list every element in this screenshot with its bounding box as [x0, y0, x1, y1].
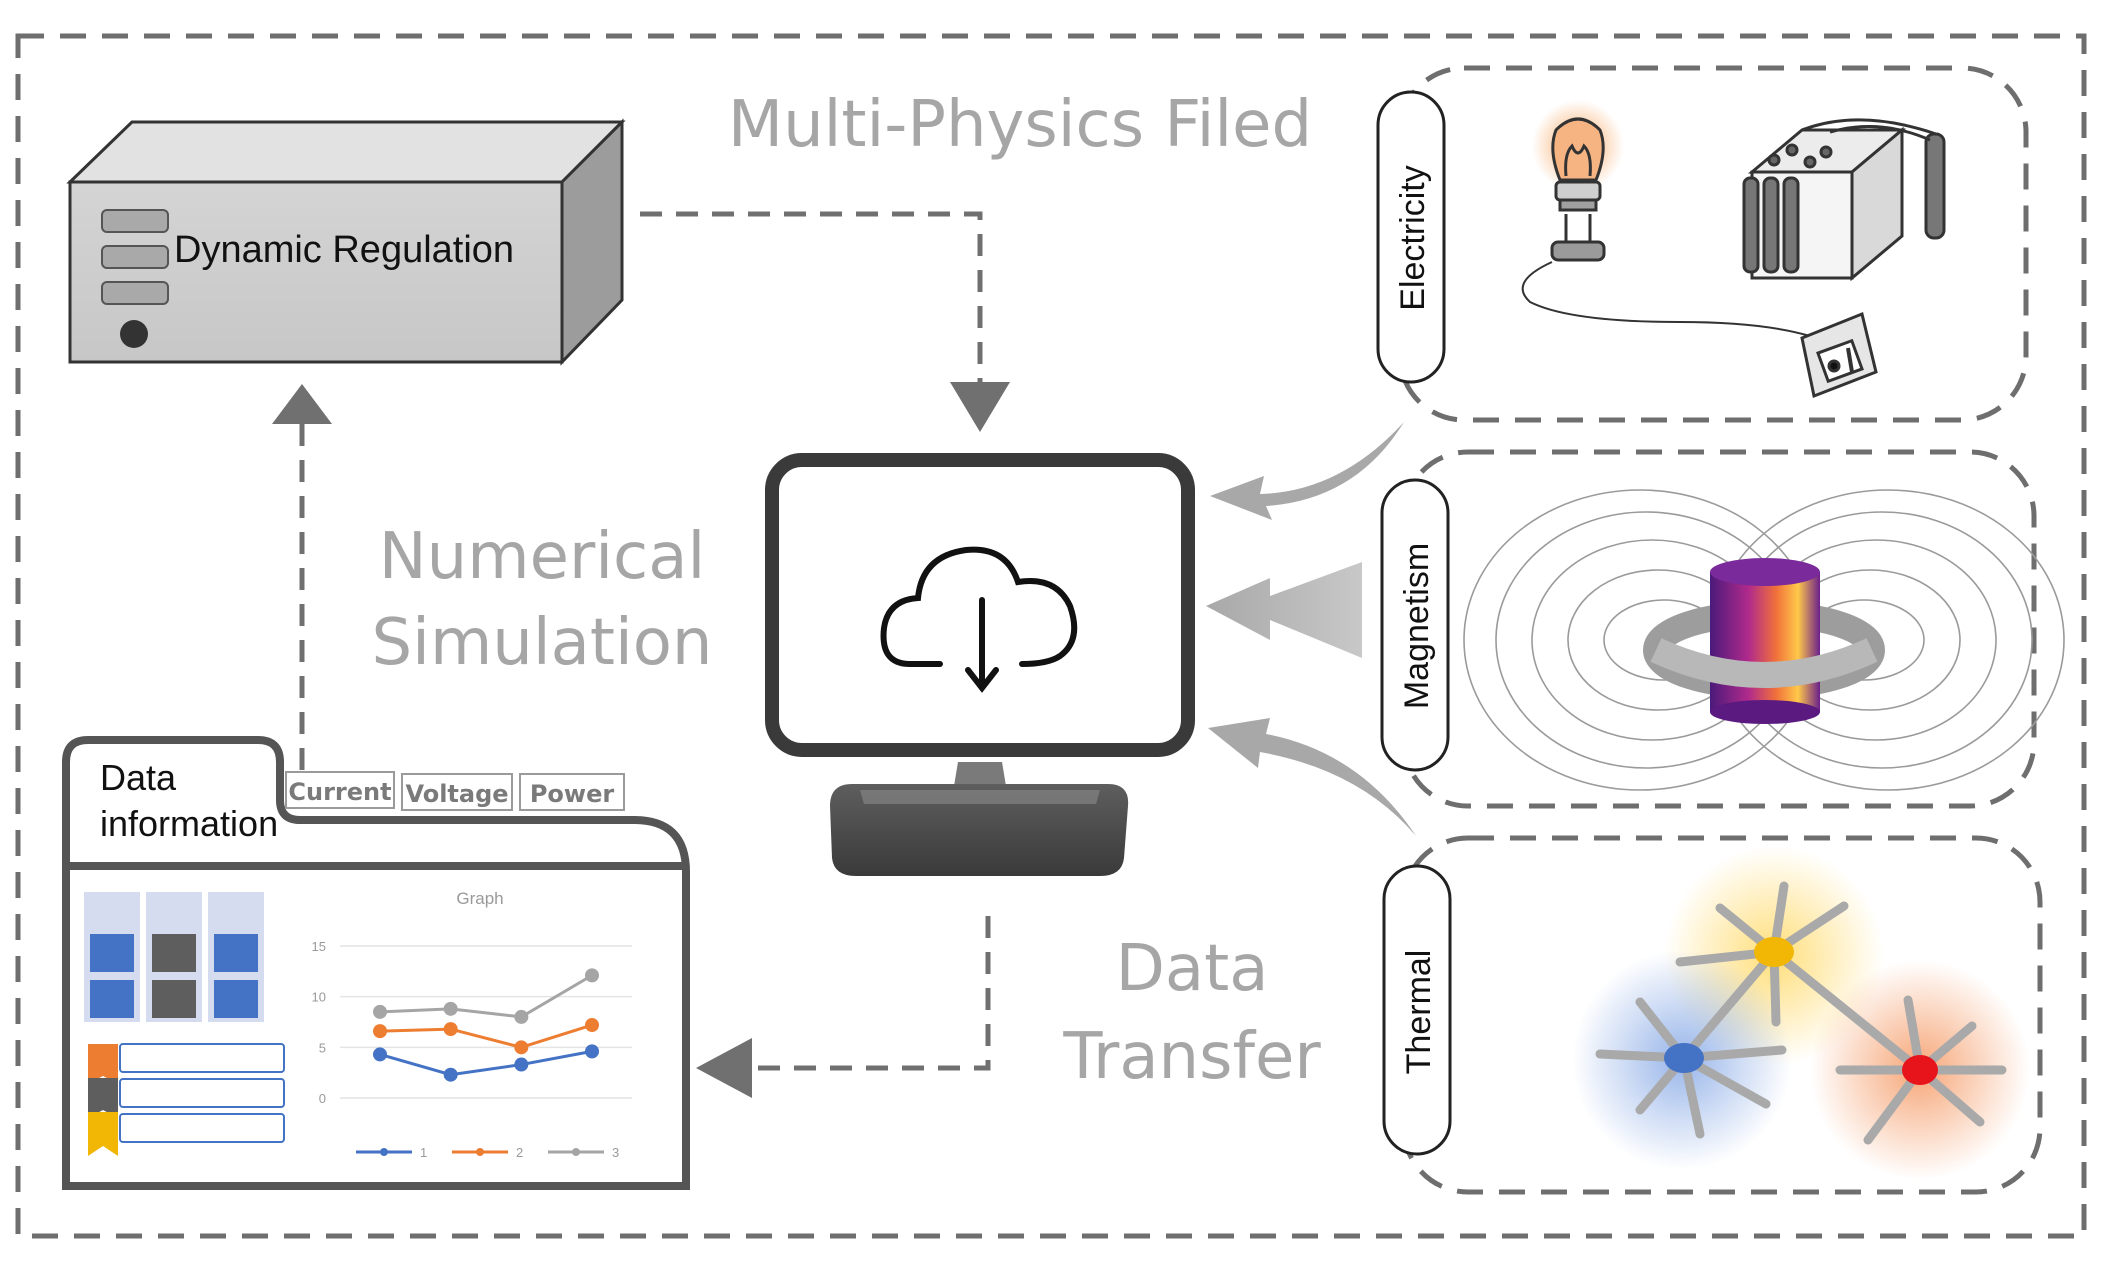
chart-series-line-2: [379, 1023, 593, 1049]
multiphysics-title: Multi-Physics Filed: [728, 88, 1312, 162]
data-grid-icon: [84, 892, 264, 1022]
chart-point: [443, 1001, 458, 1016]
chart-ytick-label: 15: [312, 939, 326, 954]
electricity-panel: Electricity: [1376, 65, 2029, 423]
arrowhead-up-icon: [272, 384, 332, 424]
magnetism-label: Magnetism: [1398, 543, 1436, 709]
magnetism-label-pill: [1380, 478, 1450, 772]
data-info-title-line1: Data: [100, 757, 177, 798]
red-node: [1902, 1055, 1938, 1085]
chart-point: [514, 1057, 529, 1072]
chart-legend-label: 1: [420, 1145, 427, 1160]
computer-monitor: [765, 453, 1195, 876]
chart-series-line-3: [379, 974, 593, 1019]
dynamic-regulation-device: Dynamic Regulation: [66, 118, 626, 366]
thermal-label-pill: [1382, 864, 1452, 1156]
tab-current-label: Current: [288, 778, 391, 806]
numerical-simulation-line2: Simulation: [372, 606, 713, 680]
tab-voltage[interactable]: Voltage: [401, 773, 513, 811]
thermal-panel: Thermal: [1382, 835, 2043, 1195]
device-label: Dynamic Regulation: [174, 229, 514, 271]
arrowhead-left-icon: [696, 1038, 752, 1098]
molecule-network-icon: [1572, 846, 2030, 1180]
device-slot: [101, 245, 169, 269]
data-line-chart: Graph 0 5 10 15 1 2 3: [312, 889, 632, 1160]
blue-node: [1664, 1043, 1704, 1073]
chart-ytick-label: 0: [319, 1091, 326, 1106]
chart-title: Graph: [456, 889, 503, 908]
chart-point: [585, 1018, 599, 1033]
numerical-simulation-line1: Numerical: [379, 520, 705, 594]
outer-dashed-border: [15, 33, 2087, 1239]
chart-point: [514, 1009, 529, 1024]
tab-current[interactable]: Current: [285, 771, 395, 809]
thermal-label: Thermal: [1400, 950, 1438, 1075]
chart-legend-label: 3: [612, 1145, 619, 1160]
data-info-title-line2: information: [100, 803, 278, 844]
arrow-electricity-to-monitor: [1210, 422, 1404, 520]
chart-point: [585, 968, 599, 983]
arrow-magnetism-to-monitor: [1206, 562, 1362, 658]
device-power-knob: [120, 320, 148, 348]
tab-voltage-label: Voltage: [405, 780, 508, 808]
battery-pack-icon: [1742, 118, 1946, 282]
electricity-label: Electricity: [1394, 165, 1432, 310]
field-to-monitor-arrows: [1206, 422, 1416, 836]
chart-point: [514, 1040, 529, 1055]
arrow-device-to-monitor: [640, 211, 983, 382]
chart-point: [585, 1044, 599, 1059]
device-slot: [101, 281, 169, 305]
magnetism-panel: Magnetism: [1380, 449, 2065, 809]
tab-power[interactable]: Power: [519, 773, 625, 811]
device-slot: [101, 209, 169, 233]
chart-legend-label: 2: [516, 1145, 523, 1160]
arrow-monitor-to-data: [752, 916, 991, 1071]
data-transfer-line1: Data: [1116, 932, 1269, 1006]
chart-ytick-label: 5: [319, 1040, 326, 1055]
data-information-panel: Data information Current Voltage Power: [62, 736, 690, 1190]
light-bulb-icon: [1550, 117, 1606, 262]
switch-icon: [1800, 311, 1878, 399]
yellow-node: [1754, 937, 1794, 967]
chart-point: [373, 1024, 387, 1039]
folder-outline: [62, 736, 690, 1190]
chart-legend-marker: [476, 1148, 484, 1156]
circuit-wire: [1521, 261, 1811, 337]
chart-point: [373, 1004, 387, 1019]
electricity-label-pill: [1376, 90, 1446, 384]
arrow-thermal-to-monitor: [1208, 718, 1416, 836]
arrowhead-down-icon: [950, 382, 1010, 432]
coil-magnet-icon: [1643, 558, 1885, 724]
data-transfer-line2: Transfer: [1062, 1020, 1321, 1094]
chart-legend-marker: [380, 1148, 388, 1156]
chart-legend-marker: [572, 1148, 580, 1156]
chart-point: [443, 1022, 458, 1037]
cloud-download-icon: [880, 546, 1078, 693]
data-list-icon: [88, 1043, 285, 1156]
chart-ytick-label: 10: [312, 990, 326, 1005]
chart-point: [373, 1047, 387, 1062]
chart-series-line-1: [379, 1049, 593, 1077]
tab-power-label: Power: [530, 780, 615, 808]
chart-point: [443, 1067, 458, 1082]
